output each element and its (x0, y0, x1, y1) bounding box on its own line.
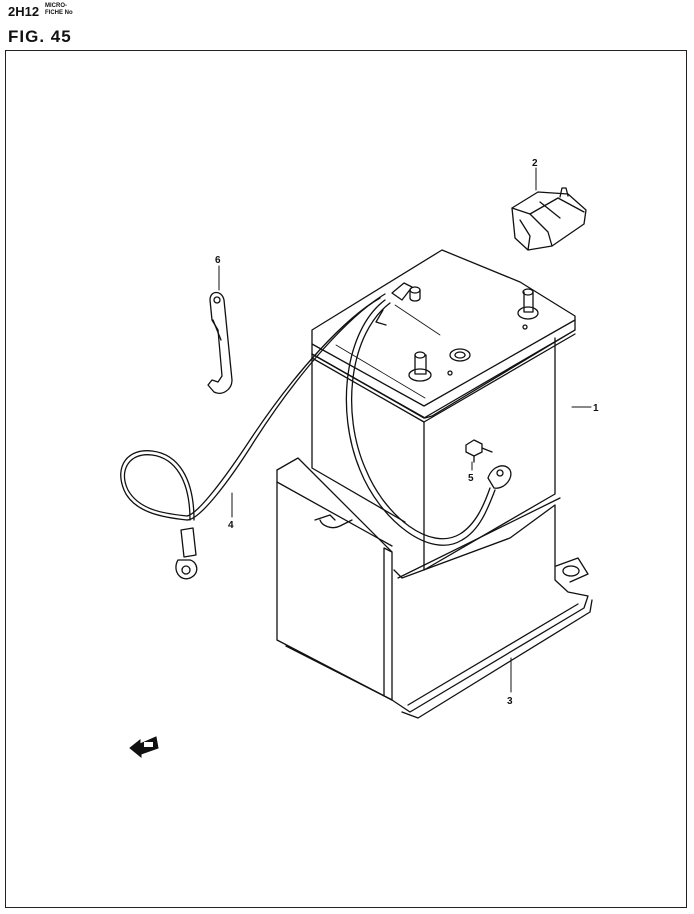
callout-5: 5 (468, 473, 474, 484)
callout-1: 1 (593, 403, 599, 414)
fiche-label-line2: FICHE No (45, 10, 73, 16)
callout-6: 6 (215, 255, 221, 266)
callout-4: 4 (228, 520, 234, 531)
front-direction-arrow-icon (129, 736, 159, 759)
fiche-code: 2H12 (8, 4, 40, 19)
battery-tray-drawing (276, 457, 593, 719)
ground-strap-drawing (207, 291, 233, 394)
callout-3: 3 (507, 696, 513, 707)
fiche-label-line1: MICRO- (45, 3, 67, 9)
battery-cable-drawing (120, 293, 512, 580)
fiche-label: MICRO- FICHE No (45, 3, 73, 17)
terminal-bolt-drawing (465, 439, 493, 463)
callout-2: 2 (532, 158, 538, 169)
figure-label: FIG. 45 (8, 27, 72, 46)
terminal-cover-drawing (511, 187, 587, 251)
diagram-frame (5, 50, 687, 908)
